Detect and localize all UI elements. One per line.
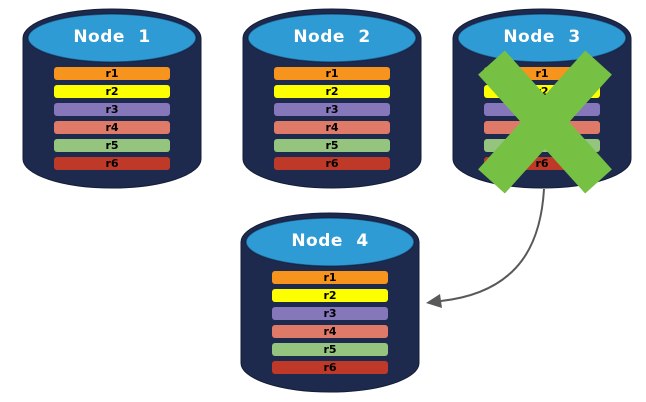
row-r1: r1 — [484, 67, 600, 80]
replica-rows: r1 r2 r3 r4 r5 r6 — [274, 67, 390, 175]
replica-rows: r1 r2 r3 r4 r5 r6 — [54, 67, 170, 175]
row-r6: r6 — [272, 361, 388, 374]
row-r2: r2 — [272, 289, 388, 302]
row-r3: r3 — [274, 103, 390, 116]
row-r5: r5 — [484, 139, 600, 152]
row-r5: r5 — [54, 139, 170, 152]
row-r5: r5 — [272, 343, 388, 356]
node-title: Node 4 — [291, 231, 369, 251]
node-title: Node 2 — [293, 27, 371, 47]
row-r2: r2 — [54, 85, 170, 98]
replica-rows: r1 r2 r3 r4 r5 r6 — [272, 271, 388, 379]
row-r6: r6 — [274, 157, 390, 170]
row-r1: r1 — [54, 67, 170, 80]
row-r2: r2 — [484, 85, 600, 98]
row-r6: r6 — [484, 157, 600, 170]
node-3: Node 3 r1 r2 r3 r4 r5 r6 — [452, 8, 632, 194]
row-r4: r4 — [54, 121, 170, 134]
node-title: Node 1 — [73, 27, 151, 47]
node-1: Node 1 r1 r2 r3 r4 r5 r6 — [22, 8, 202, 190]
row-r4: r4 — [272, 325, 388, 338]
row-r4: r4 — [484, 121, 600, 134]
node-title: Node 3 — [503, 27, 581, 47]
row-r3: r3 — [484, 103, 600, 116]
row-r3: r3 — [272, 307, 388, 320]
row-r2: r2 — [274, 85, 390, 98]
row-r5: r5 — [274, 139, 390, 152]
row-r6: r6 — [54, 157, 170, 170]
row-r1: r1 — [272, 271, 388, 284]
node-4: Node 4 r1 r2 r3 r4 r5 r6 — [240, 212, 420, 394]
replica-rows: r1 r2 r3 r4 r5 r6 — [484, 67, 600, 175]
row-r3: r3 — [54, 103, 170, 116]
node-2: Node 2 r1 r2 r3 r4 r5 r6 — [242, 8, 422, 190]
row-r4: r4 — [274, 121, 390, 134]
row-r1: r1 — [274, 67, 390, 80]
